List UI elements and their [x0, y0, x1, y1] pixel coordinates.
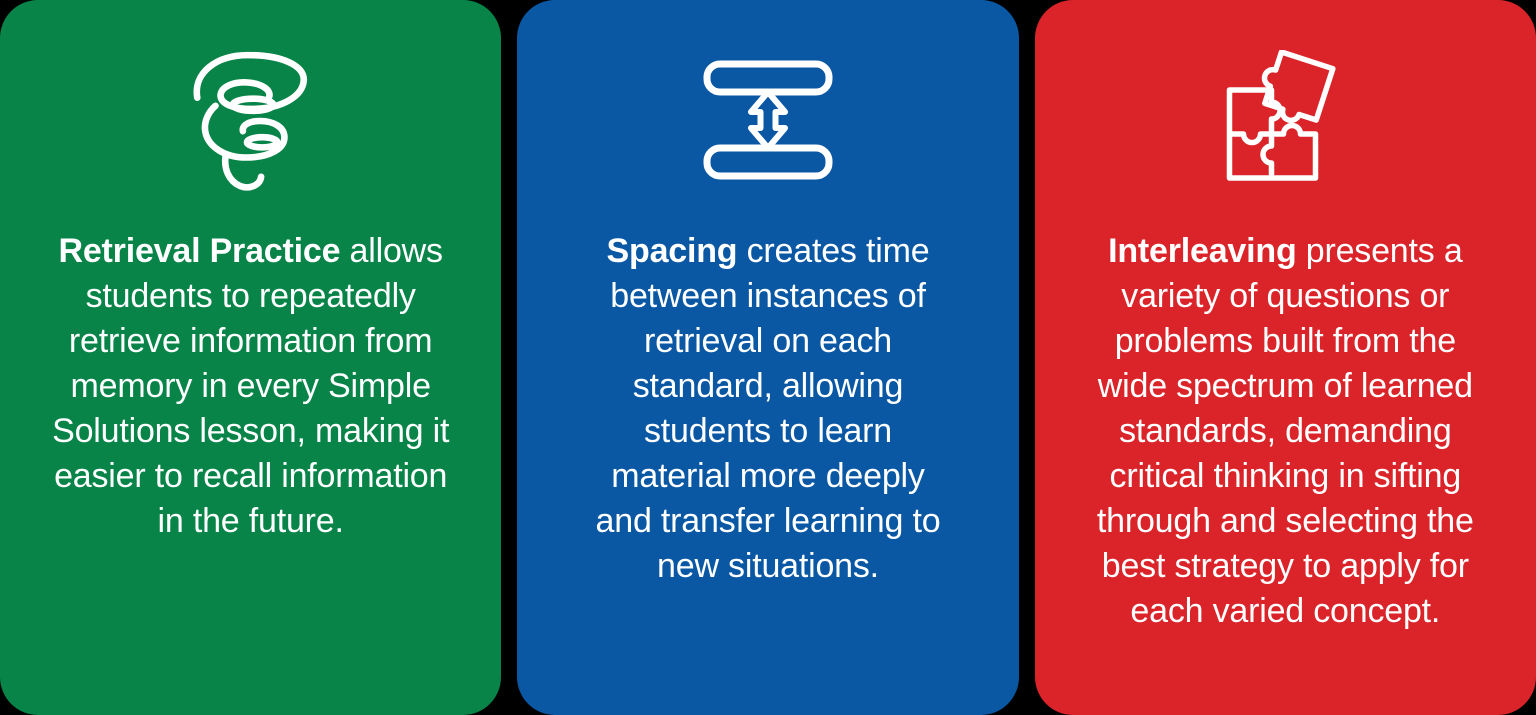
text-line: critical thinking in sifting [1109, 457, 1462, 495]
text-line: standards, demanding [1119, 412, 1452, 450]
text-line: retrieve information from [68, 322, 433, 360]
text-line: easier to recall information [54, 457, 448, 495]
text-line-rest: presents a [1296, 232, 1463, 270]
text-line: each varied concept. [1130, 592, 1441, 630]
text-line: Spacing creates time [596, 229, 941, 274]
text-line: best strategy to apply for [1101, 547, 1469, 585]
keyword-retrieval-practice: Retrieval Practice [58, 232, 341, 270]
text-line: Interleaving presents a [1097, 229, 1474, 274]
text-line: memory in every Simple [70, 367, 431, 405]
text-line: between instances of [610, 277, 926, 315]
text-line-rest: allows [340, 232, 443, 270]
card-text-interleaving: Interleaving presents a variety of quest… [1077, 229, 1494, 634]
card-retrieval-practice: Retrieval Practice allows students to re… [0, 0, 502, 715]
text-line: in the future. [157, 502, 344, 540]
text-line: and transfer learning to [595, 502, 941, 540]
text-line: new situations. [657, 547, 879, 585]
text-line: Solutions lesson, making it [52, 412, 450, 450]
keyword-interleaving: Interleaving [1108, 232, 1297, 270]
card-text-spacing: Spacing creates time between instances o… [576, 229, 961, 589]
text-line: through and selecting the [1096, 502, 1474, 540]
text-line: standard, allowing [632, 367, 904, 405]
card-interleaving: Interleaving presents a variety of quest… [1034, 0, 1536, 715]
text-line: retrieval on each [644, 322, 892, 360]
text-line: students to repeatedly [85, 277, 416, 315]
puzzle-icon [1218, 45, 1353, 195]
text-line: wide spectrum of learned [1097, 367, 1473, 405]
text-line: Retrieval Practice allows [52, 229, 449, 274]
card-text-retrieval-practice: Retrieval Practice allows students to re… [32, 229, 469, 544]
text-line: variety of questions or [1121, 277, 1450, 315]
text-line: students to learn [643, 412, 892, 450]
text-line-rest: creates time [737, 232, 930, 270]
keyword-spacing: Spacing [606, 232, 738, 270]
tornado-icon [185, 45, 317, 195]
text-line: material more deeply [611, 457, 925, 495]
card-spacing: Spacing creates time between instances o… [517, 0, 1019, 715]
spacing-arrows-icon [703, 45, 833, 195]
text-line: problems built from the [1114, 322, 1456, 360]
